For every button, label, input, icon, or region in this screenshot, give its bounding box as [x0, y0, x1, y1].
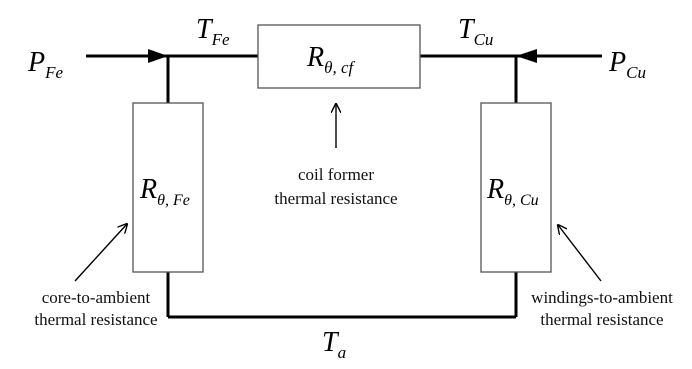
- p-cu-arrowhead: [516, 49, 537, 63]
- core-ambient-caption-line1: core-to-ambient: [42, 288, 151, 307]
- t-fe-label: TFe: [196, 14, 230, 49]
- windings-ambient-caption-line1: windings-to-ambient: [531, 288, 673, 307]
- p-cu-label: PCu: [608, 47, 646, 82]
- windings-ambient-arrow: [558, 225, 602, 282]
- core-ambient-arrow: [74, 224, 127, 282]
- r-cf-label: Rθ, cf: [306, 42, 356, 77]
- resistor-windings-ambient: [480, 102, 552, 273]
- core-ambient-caption-line2: thermal resistance: [34, 310, 157, 329]
- r-cu-label: Rθ, Cu: [486, 174, 539, 209]
- resistor-core-ambient: [132, 102, 204, 273]
- t-cu-label: TCu: [458, 14, 493, 49]
- windings-ambient-caption-line2: thermal resistance: [540, 310, 663, 329]
- resistor-coil-former: [257, 24, 421, 89]
- coil-former-caption-line2: thermal resistance: [274, 189, 397, 208]
- p-fe-arrowhead: [148, 49, 168, 63]
- p-fe-label: PFe: [27, 47, 63, 82]
- coil-former-caption-line1: coil former: [298, 165, 374, 184]
- t-a-label: Ta: [322, 327, 346, 362]
- r-fe-label: Rθ, Fe: [139, 174, 190, 209]
